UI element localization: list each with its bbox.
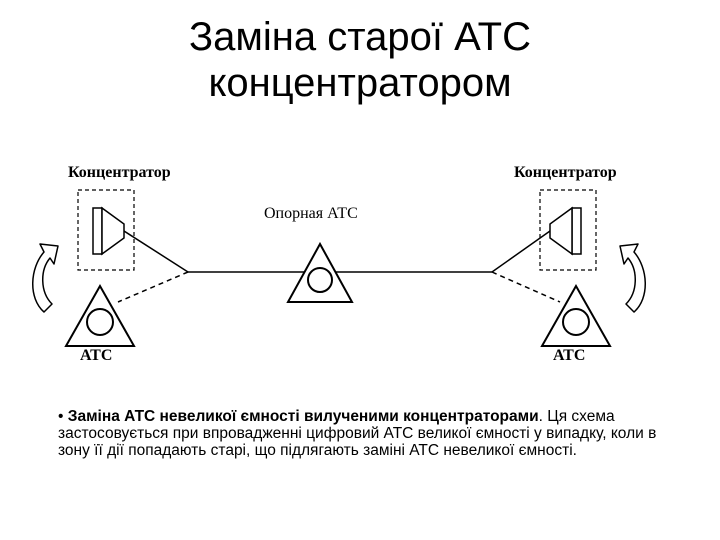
right-replace-arrow-icon <box>619 243 646 313</box>
right-concentrator-link <box>491 230 551 273</box>
left-concentrator-link <box>123 230 189 273</box>
left-concentrator-label: Концентратор <box>68 164 171 181</box>
central-exchange-icon <box>286 241 354 303</box>
left-concentrator-icon <box>92 206 125 256</box>
slide-title: Заміна старої АТС концентратором <box>0 14 720 106</box>
bullet-body-text: . Ця схема застосовується при впроваджен… <box>58 408 657 459</box>
network-diagram: Концентратор Концентратор Опорная АТС АТ… <box>32 164 646 364</box>
left-concentrator-box <box>77 189 135 271</box>
left-exchange-label: АТС <box>80 347 112 364</box>
right-exchange-label: АТС <box>553 347 585 364</box>
bullet-paragraph: • Заміна АТС невеликої ємності вилученим… <box>58 408 678 459</box>
right-concentrator-label: Концентратор <box>514 164 617 181</box>
center-exchange-label: Опорная АТС <box>264 205 358 222</box>
right-exchange-icon <box>540 283 612 347</box>
right-concentrator-icon <box>549 206 582 256</box>
right-dashed-link <box>491 271 561 303</box>
left-exchange-icon <box>64 283 136 347</box>
left-replace-arrow-icon <box>32 243 59 313</box>
left-dashed-link <box>117 271 189 303</box>
right-concentrator-box <box>539 189 597 271</box>
title-line-2: концентратором <box>208 61 512 105</box>
bullet-lead-text: Заміна АТС невеликої ємності вилученими … <box>67 408 539 425</box>
bullet-marker: • <box>58 408 64 425</box>
title-line-1: Заміна старої АТС <box>189 15 531 59</box>
